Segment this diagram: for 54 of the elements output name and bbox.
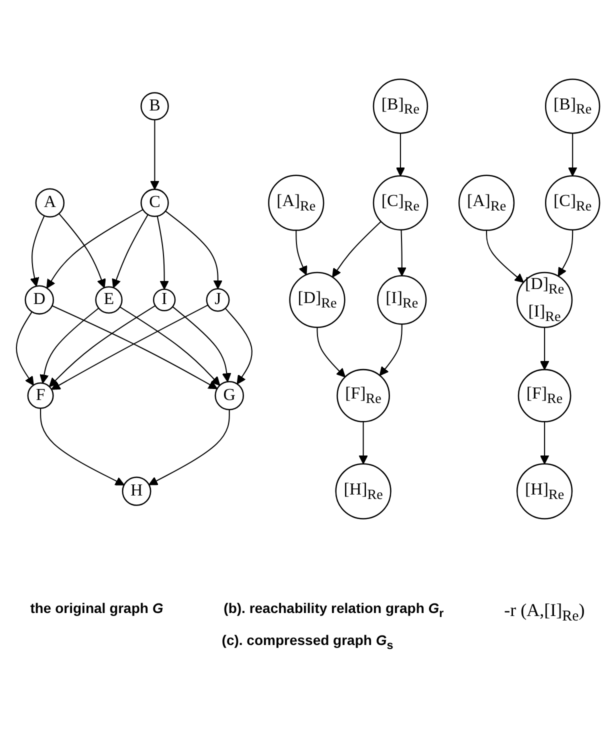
node-circle bbox=[334, 463, 391, 520]
label-text: the original graph G bbox=[30, 600, 164, 618]
node-circle bbox=[206, 288, 230, 312]
arrow bbox=[567, 133, 577, 176]
arrow bbox=[172, 306, 231, 382]
arrow bbox=[486, 230, 524, 283]
node-circle bbox=[372, 175, 428, 230]
arrow bbox=[396, 230, 406, 276]
arrow bbox=[58, 213, 106, 288]
arrow bbox=[316, 327, 346, 378]
label-text: -r (A,[I]$_{Re}$) bbox=[504, 600, 585, 626]
arrow bbox=[156, 216, 168, 290]
arrow bbox=[395, 133, 405, 176]
label-text: (b). reachability relation graph G$_{r}$ bbox=[224, 600, 444, 622]
arrow bbox=[148, 410, 230, 486]
arrow bbox=[224, 308, 252, 384]
arrow bbox=[119, 306, 220, 386]
node-circle bbox=[544, 78, 600, 134]
arrow bbox=[539, 327, 549, 370]
node-circle bbox=[516, 463, 572, 520]
node-circle bbox=[268, 174, 324, 231]
node-circle bbox=[24, 285, 54, 315]
arrow bbox=[557, 230, 573, 277]
node-circle bbox=[26, 382, 54, 409]
arrow bbox=[40, 408, 124, 486]
arrow bbox=[164, 210, 222, 290]
arrow bbox=[295, 230, 307, 276]
node-circle bbox=[121, 476, 151, 506]
arrow bbox=[15, 312, 34, 386]
node-circle bbox=[372, 78, 428, 134]
node-circle bbox=[152, 288, 176, 312]
node-circle bbox=[336, 368, 390, 422]
node-circle bbox=[517, 368, 571, 422]
node-circle bbox=[516, 272, 572, 328]
arrow bbox=[378, 324, 402, 376]
arrow bbox=[332, 221, 381, 278]
node-circle bbox=[376, 275, 426, 325]
node-circle bbox=[214, 380, 244, 410]
node-circle bbox=[94, 286, 122, 314]
arrow bbox=[539, 422, 549, 464]
arrow bbox=[30, 216, 44, 287]
arrow bbox=[111, 214, 148, 288]
arrow bbox=[39, 308, 99, 384]
arrow bbox=[46, 209, 143, 288]
node-circle bbox=[544, 175, 600, 230]
label-text: (c). compressed graph G$_{s}$ bbox=[222, 632, 394, 652]
arrow bbox=[150, 120, 159, 190]
arrow bbox=[358, 422, 368, 464]
node-circle bbox=[140, 188, 168, 218]
node-circle bbox=[34, 188, 64, 218]
node-circle bbox=[458, 174, 514, 231]
arrow bbox=[48, 305, 156, 388]
node-circle bbox=[288, 272, 345, 328]
node-circle bbox=[140, 92, 168, 120]
